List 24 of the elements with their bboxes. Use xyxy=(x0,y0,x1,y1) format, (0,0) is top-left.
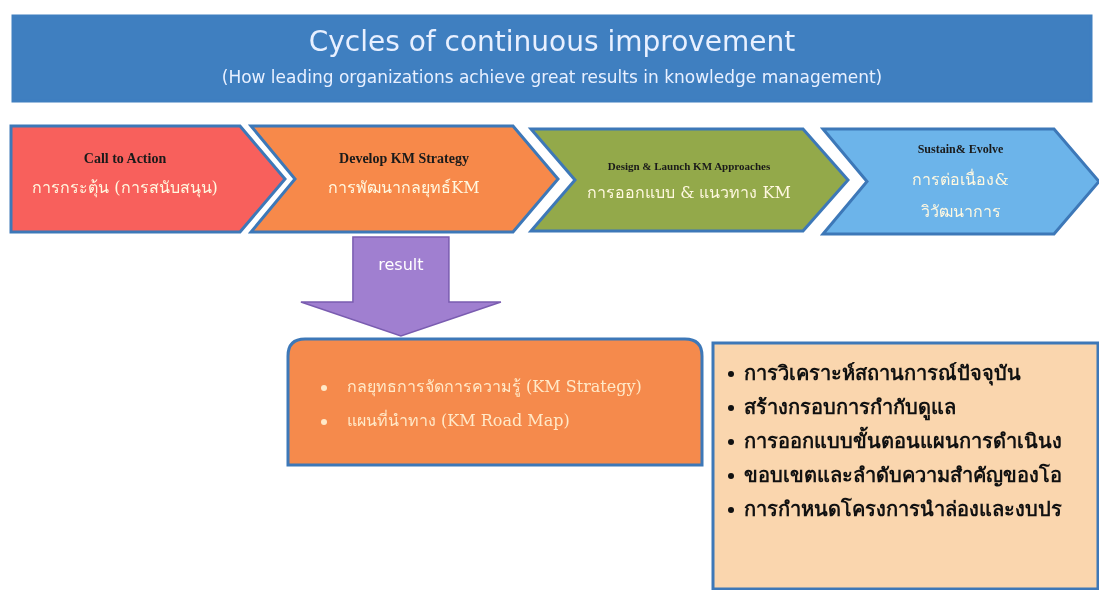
text-panel xyxy=(712,342,1099,590)
title-text: Cycles of continuous improvement xyxy=(307,25,797,58)
step-heading: Design & Launch KM Approaches xyxy=(606,160,772,172)
block-arrow xyxy=(300,236,502,337)
chevron-step xyxy=(250,125,558,233)
chevron-step xyxy=(530,128,848,232)
title-banner xyxy=(12,15,1092,102)
step-heading: Develop KM Strategy xyxy=(338,151,470,167)
bullet-item: การวิเคราะห์สถานการณ์ปัจจุบัน xyxy=(744,361,1021,385)
step-subheading: การต่อเนื่อง& วิวัฒนาการ xyxy=(911,168,1010,223)
result-box xyxy=(287,338,703,466)
step-subheading: การกระตุ้น (การสนับสนุน) xyxy=(31,177,219,200)
bullet-item: แผนที่นำทาง (KM Road Map) xyxy=(347,411,570,430)
step-heading: Sustain& Evolve xyxy=(916,142,1005,157)
subtitle-text: (How leading organizations achieve great results in knowledge management) xyxy=(220,67,884,87)
bullet-item: สร้างกรอบการกำกับดูแล xyxy=(744,395,956,419)
bullet-item: การกำหนดโครงการนำล่องและงบปร xyxy=(744,497,1062,521)
bullet-item: ขอบเขตและลำดับความสำคัญของโอ xyxy=(744,463,1062,487)
step-heading: Call to Action xyxy=(82,151,168,167)
step-subheading: การพัฒนากลยุทธ์KM xyxy=(327,177,481,200)
step-subheading: การออกแบบ & แนวทาง KM xyxy=(586,182,792,204)
chevron-step xyxy=(10,125,285,233)
bullet-item: กลยุทธการจัดการความรู้ (KM Strategy) xyxy=(347,377,642,396)
chevron-step xyxy=(822,128,1099,235)
